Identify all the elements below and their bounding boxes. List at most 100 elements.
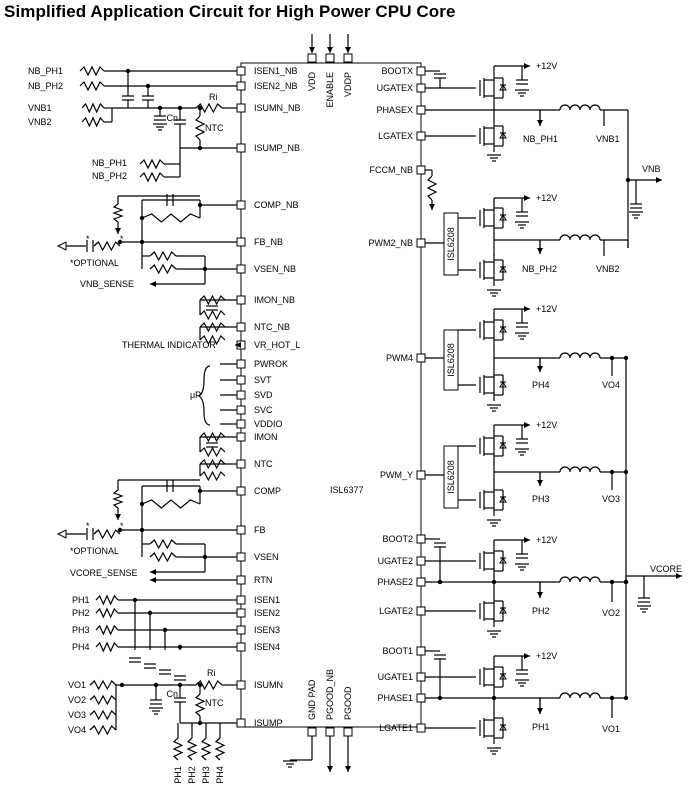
resistor [95, 624, 119, 636]
ntc-label: NTC [205, 123, 224, 133]
resistor [195, 102, 223, 114]
net-label: PH2 [72, 608, 90, 618]
net-label: NB_PH1 [523, 134, 558, 144]
pin-box [236, 419, 246, 429]
net-label: PH4 [532, 380, 550, 390]
driver-name: ISL6208 [446, 227, 456, 261]
pin-box [236, 322, 246, 332]
pin-label: VR_HOT_L [254, 340, 301, 350]
net-label: VNB2 [596, 264, 620, 274]
junction-dot [117, 239, 123, 245]
pin-box [236, 552, 246, 562]
pin-label: SVC [254, 405, 273, 415]
pin-label: UGATE1 [378, 672, 413, 682]
resistor [79, 80, 105, 92]
pin-box [236, 459, 246, 469]
pin-box [236, 143, 246, 153]
net-label: VCORE_SENSE [70, 568, 138, 578]
vnb-label: VNB [642, 164, 661, 174]
pin-label: ISEN2 [254, 608, 280, 618]
junction-dot [139, 215, 145, 221]
ri-label: Ri [209, 92, 218, 102]
pin-label: SVT [254, 375, 272, 385]
ntc-label: NTC [205, 698, 224, 708]
pin-label: PGOOD [343, 686, 353, 720]
pin-box [416, 672, 426, 682]
net-label: NB_PH2 [522, 264, 557, 274]
resistor [199, 309, 226, 321]
resistor [95, 594, 119, 606]
pin-box [236, 680, 246, 690]
pin-box [343, 53, 353, 63]
pin-label: VSEN [254, 552, 279, 562]
resistor [112, 203, 124, 223]
pin-label: COMP_NB [254, 200, 299, 210]
resistor [89, 694, 117, 706]
resistor [199, 458, 226, 470]
star-label: * [86, 521, 90, 531]
pin-label: COMP [254, 486, 281, 496]
pin-box [416, 83, 426, 93]
net-label: VO1 [602, 724, 620, 734]
arrow-head [524, 653, 530, 659]
resistor [199, 431, 226, 443]
resistor [89, 724, 117, 736]
resistor [426, 175, 438, 201]
pin-box [236, 237, 246, 247]
bracket [197, 365, 211, 426]
resistor [214, 737, 226, 761]
pin-box [236, 103, 246, 113]
junction-dot [119, 682, 125, 688]
arrow-head [429, 204, 435, 210]
pin-box [236, 264, 246, 274]
vin-label: +12V [536, 420, 557, 430]
arrow-head [345, 766, 351, 772]
junction-dot [117, 527, 123, 533]
pin-label: LGATEX [378, 131, 413, 141]
pin-box [416, 238, 426, 248]
net-label: PH1 [173, 766, 183, 784]
pin-label: NTC_NB [254, 322, 290, 332]
arrow-head [235, 342, 241, 348]
resistor [149, 551, 177, 563]
pin-label: GND PAD [307, 679, 317, 720]
arrow-head [676, 573, 682, 579]
vin-label: +12V [536, 304, 557, 314]
pin-label: PHASEX [376, 105, 413, 115]
pin-box [416, 723, 426, 733]
resistor [89, 709, 117, 721]
pin-box [325, 727, 335, 737]
arrow-head [150, 281, 156, 287]
resistor [149, 538, 177, 550]
pin-label: IMON_NB [254, 295, 295, 305]
arrow-out [56, 241, 67, 251]
pin-label: VDD [307, 72, 317, 92]
arrow-head [327, 47, 333, 53]
pin-box [416, 131, 426, 141]
resistor [89, 679, 117, 691]
arrow-head [524, 422, 530, 428]
inductor [559, 104, 601, 111]
star-label: * [120, 521, 124, 531]
resistor [195, 679, 223, 691]
resistor [112, 489, 124, 509]
arrow-head [115, 228, 121, 234]
net-label: VNB1 [28, 103, 52, 113]
pin-label: PHASE2 [377, 577, 413, 587]
cn-label: Cn [166, 113, 178, 123]
pin-label: BOOT2 [382, 534, 413, 544]
net-label: VO1 [68, 680, 86, 690]
vin-label: +12V [536, 651, 557, 661]
net-label: PH1 [532, 722, 550, 732]
resistor [139, 171, 165, 183]
pin-label: LGATE1 [379, 723, 413, 733]
pin-label: ISUMP_NB [254, 143, 300, 153]
resistor [139, 158, 165, 170]
net-label: VO2 [68, 695, 86, 705]
resistor [141, 499, 201, 509]
net-label: VNB2 [28, 117, 52, 127]
arrow-head [524, 537, 530, 543]
pin-box [416, 470, 426, 480]
resistor [200, 737, 212, 761]
